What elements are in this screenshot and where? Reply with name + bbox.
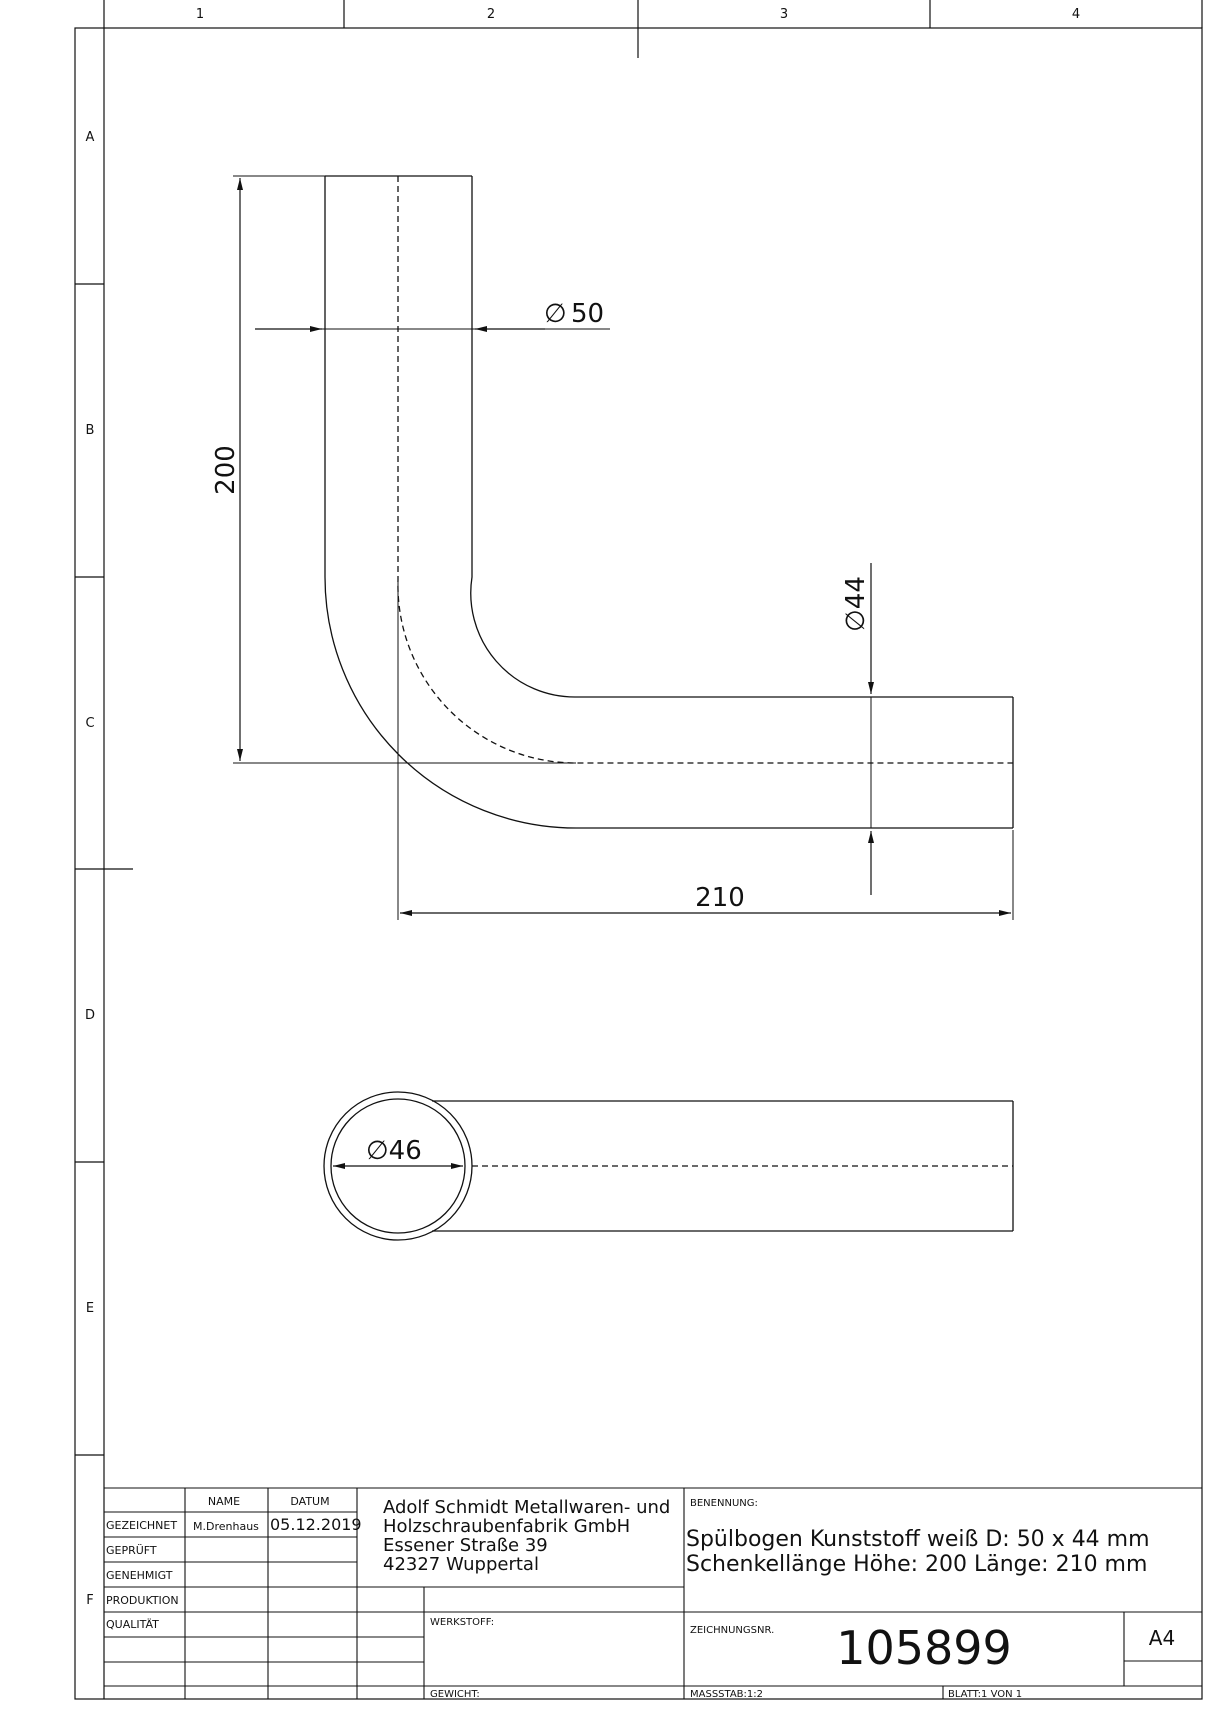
zone-col-3: 3 bbox=[780, 7, 788, 22]
elbow-side-view bbox=[323, 1091, 1014, 1241]
sheet-label: BLATT:1 VON 1 bbox=[948, 1689, 1022, 1700]
gewicht-label: GEWICHT: bbox=[430, 1689, 480, 1700]
row-label-qualitaet: QUALITÄT bbox=[106, 1618, 159, 1631]
dimension-length-value: 210 bbox=[695, 883, 745, 913]
sheet-format: A4 bbox=[1149, 1626, 1175, 1650]
drawing-number: 105899 bbox=[836, 1621, 1012, 1675]
title-block-text: NAME DATUM GEZEICHNET M.Drenhaus 05.12.2… bbox=[106, 1495, 1175, 1700]
zone-col-1: 1 bbox=[196, 7, 204, 22]
pipe-inner-contour bbox=[470, 176, 1013, 698]
diameter-symbol-50: ∅ bbox=[544, 299, 567, 329]
col-name-header: NAME bbox=[208, 1495, 240, 1508]
drawn-by-name: M.Drenhaus bbox=[193, 1520, 259, 1533]
outer-border bbox=[74, 27, 1203, 1700]
col-date-header: DATUM bbox=[290, 1495, 329, 1508]
zone-row-d: D bbox=[85, 1008, 95, 1023]
zone-col-2: 2 bbox=[487, 7, 495, 22]
pipe-end-inner-circle bbox=[330, 1098, 466, 1234]
zone-labels: 1 2 3 4 A B C D E F bbox=[85, 7, 1080, 1608]
zone-row-a: A bbox=[86, 130, 95, 145]
row-label-geprueft: GEPRÜFT bbox=[106, 1544, 157, 1557]
pipe-centerline bbox=[397, 176, 1013, 764]
zeichnungsnr-label: ZEICHNUNGSNR. bbox=[690, 1625, 774, 1636]
left-zone-strip bbox=[75, 28, 133, 1699]
dimension-height bbox=[233, 175, 576, 764]
drawn-date: 05.12.2019 bbox=[270, 1515, 362, 1534]
row-label-produktion: PRODUKTION bbox=[106, 1594, 179, 1607]
zone-row-c: C bbox=[85, 716, 94, 731]
company-line-3: Essener Straße 39 bbox=[383, 1535, 548, 1556]
company-line-1: Adolf Schmidt Metallwaren- und bbox=[383, 1497, 670, 1518]
dimension-end-diameter-value: ∅46 bbox=[366, 1136, 422, 1166]
elbow-front-view bbox=[324, 175, 1014, 829]
zone-col-4: 4 bbox=[1072, 7, 1080, 22]
top-zone-strip bbox=[103, 0, 1203, 58]
dimension-outer-diameter-value: 50 bbox=[571, 299, 604, 329]
werkstoff-label: WERKSTOFF: bbox=[430, 1617, 494, 1628]
dimension-inner-diameter-value: ∅44 bbox=[841, 576, 871, 632]
row-label-gezeichnet: GEZEICHNET bbox=[106, 1519, 177, 1532]
dimension-length bbox=[397, 580, 1014, 920]
zone-row-e: E bbox=[86, 1301, 94, 1316]
company-line-4: 42327 Wuppertal bbox=[383, 1554, 539, 1575]
benennung-label: BENENNUNG: bbox=[690, 1498, 758, 1509]
benennung-line-2: Schenkellänge Höhe: 200 Länge: 210 mm bbox=[686, 1552, 1147, 1577]
row-label-genehmigt: GENEHMIGT bbox=[106, 1569, 173, 1582]
scale-label: MASSSTAB:1:2 bbox=[690, 1689, 763, 1700]
benennung-line-1: Spülbogen Kunststoff weiß D: 50 x 44 mm bbox=[686, 1527, 1150, 1552]
company-line-2: Holzschraubenfabrik GmbH bbox=[383, 1516, 630, 1537]
zone-row-f: F bbox=[86, 1593, 93, 1608]
zone-row-b: B bbox=[86, 423, 95, 438]
pipe-outer-contour bbox=[324, 176, 1013, 829]
dimension-height-value: 200 bbox=[211, 445, 241, 495]
title-block bbox=[104, 1487, 1202, 1699]
